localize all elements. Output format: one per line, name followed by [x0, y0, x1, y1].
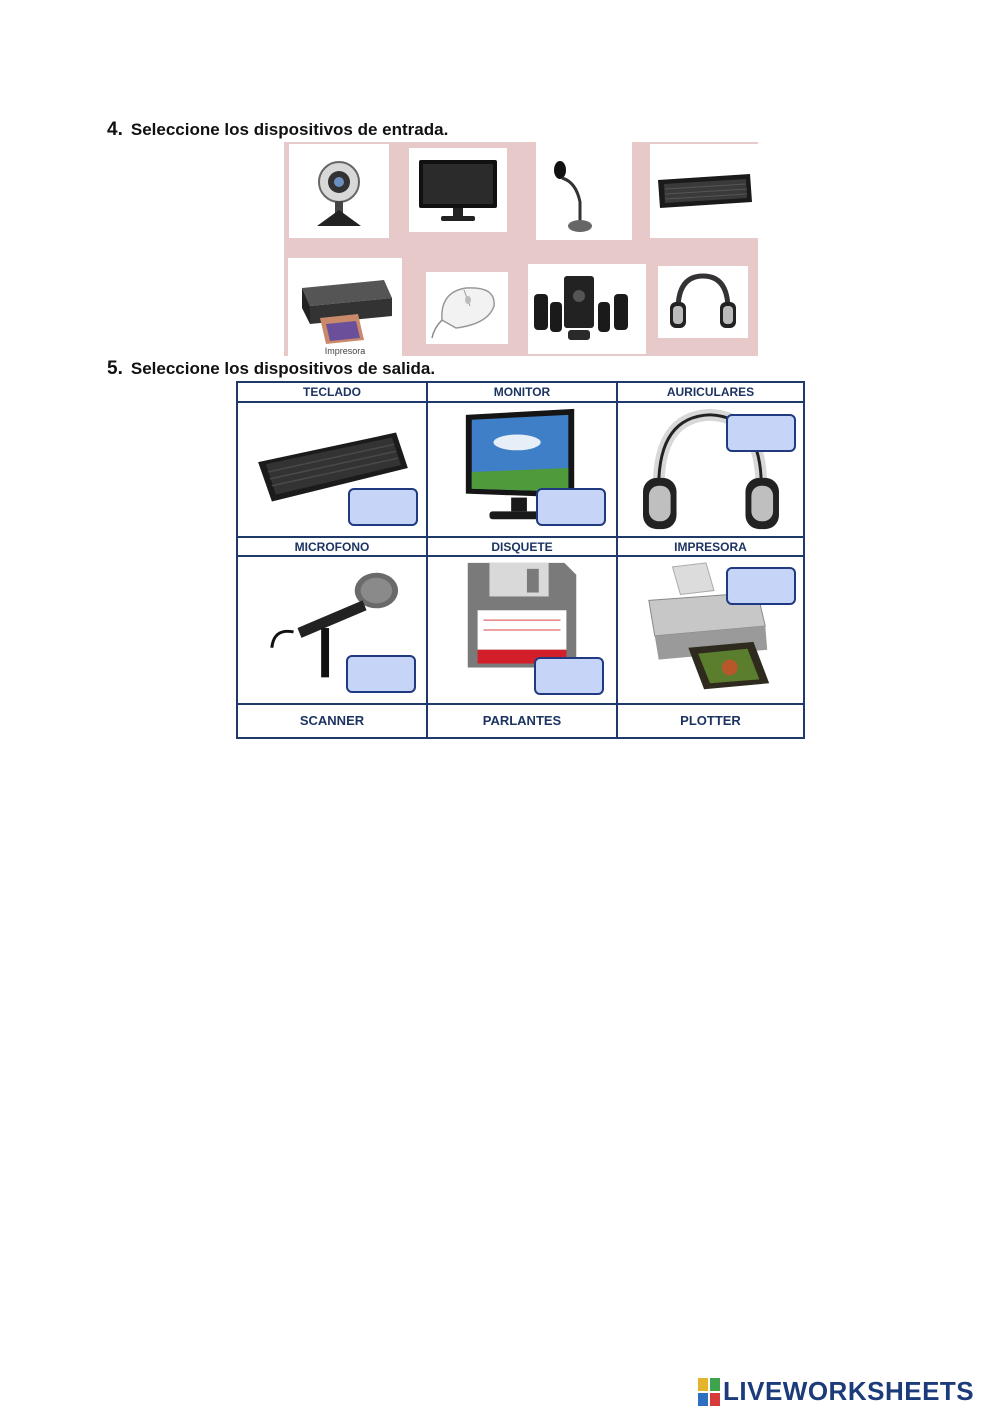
monitor-icon	[465, 408, 575, 520]
label-monitor: MONITOR	[428, 383, 618, 403]
microphone-icon	[270, 572, 399, 678]
mouse-icon	[431, 287, 495, 339]
answer-box-teclado[interactable]	[348, 488, 418, 526]
keyboard-option[interactable]	[650, 144, 758, 238]
printer-icon	[302, 280, 392, 344]
speakers-option[interactable]	[528, 264, 646, 354]
answer-box-auriculares[interactable]	[726, 414, 796, 452]
answer-box-monitor[interactable]	[536, 488, 606, 526]
output-devices-grid: TECLADO MONITOR AURICULARES	[236, 381, 805, 739]
answer-box-impresora[interactable]	[726, 567, 796, 605]
input-devices-collage: Impresora	[284, 142, 758, 356]
question-number: 5.	[107, 358, 123, 379]
mouse-option[interactable]	[426, 272, 508, 344]
label-auriculares: AURICULARES	[618, 383, 803, 403]
label-teclado: TECLADO	[238, 383, 428, 403]
liveworksheets-logo: LIVEWORKSHEETS	[698, 1376, 974, 1407]
question-number: 4.	[107, 119, 123, 140]
liveworksheets-logo-icon	[698, 1377, 720, 1406]
label-microfono: MICROFONO	[238, 538, 428, 557]
webcam-option[interactable]	[289, 144, 389, 238]
speakers-icon	[534, 276, 628, 340]
label-scanner: SCANNER	[238, 705, 428, 737]
desk-microphone-icon	[554, 161, 592, 232]
printer-cell	[618, 557, 803, 705]
label-plotter: PLOTTER	[680, 713, 741, 728]
label-disquete: DISQUETE	[428, 538, 618, 557]
question-4-title: 4. Seleccione los dispositivos de entrada…	[107, 119, 448, 141]
liveworksheets-wordmark: LIVEWORKSHEETS	[723, 1376, 975, 1406]
headphones-cell	[618, 403, 803, 538]
label-impresora: IMPRESORA	[618, 538, 803, 557]
monitor-icon	[419, 160, 497, 221]
keyboard-icon	[658, 174, 752, 208]
printer-option[interactable]: Impresora	[288, 258, 402, 356]
label-parlantes: PARLANTES	[428, 705, 618, 737]
keyboard-cell	[238, 403, 428, 538]
monitor-cell	[428, 403, 618, 538]
headphones-icon	[670, 273, 736, 328]
headphones-icon	[643, 408, 779, 530]
question-5-title: 5. Seleccione los dispositivos de salida.	[107, 358, 435, 380]
answer-box-disquete[interactable]	[534, 657, 604, 695]
answer-box-microfono[interactable]	[346, 655, 416, 693]
headphones-option[interactable]	[658, 266, 748, 338]
monitor-option[interactable]	[409, 148, 507, 232]
microphone-cell	[238, 557, 428, 705]
webcam-icon	[317, 161, 361, 226]
question-text: Seleccione los dispositivos de salida.	[130, 359, 436, 378]
microphone-option[interactable]	[536, 142, 632, 240]
floppy-disk-icon	[467, 562, 577, 668]
question-text: Seleccione los dispositivos de entrada.	[130, 120, 449, 139]
floppy-cell	[428, 557, 618, 705]
keyboard-icon	[258, 432, 408, 502]
printer-caption: Impresora	[324, 346, 366, 356]
